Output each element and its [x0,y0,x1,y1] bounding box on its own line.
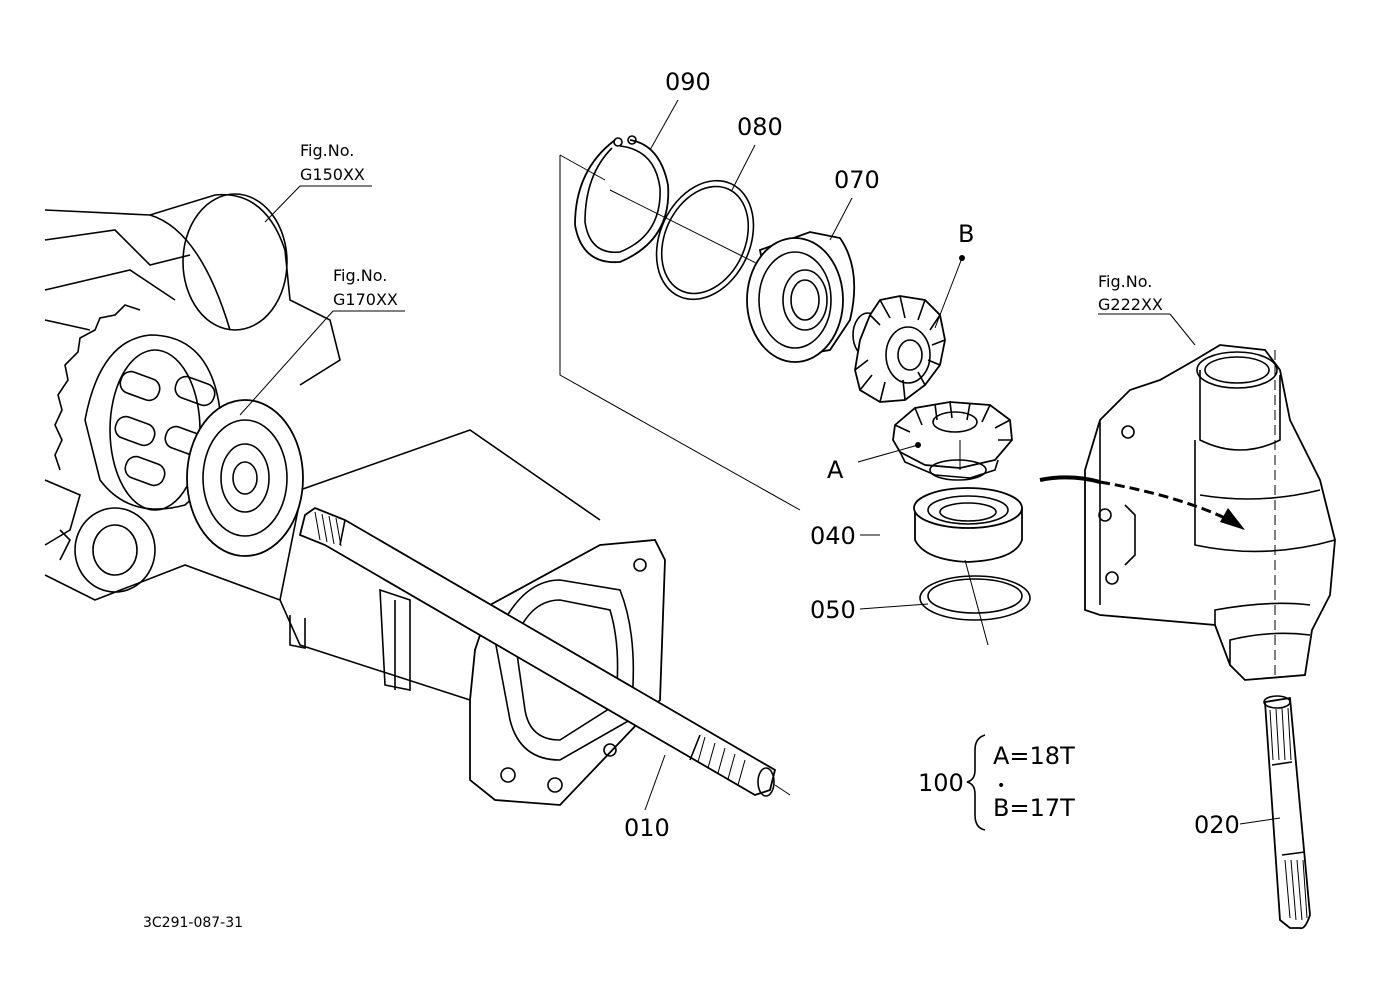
kit-tooth-b: B=17T [993,794,1075,822]
fig-ref-g222-code: G222XX [1098,295,1163,314]
shaft-020 [1263,695,1311,930]
leader-010 [644,754,666,811]
part-label-050: 050 [810,596,856,624]
part-label-070: 070 [834,166,880,194]
part-label-100: 100 [918,769,964,797]
leader-a [857,444,919,463]
part-label-080: 080 [737,113,783,141]
bevel-gear-b [852,295,946,403]
leader-090 [649,99,679,151]
assembly-bracket [559,155,801,511]
part-label-020: 020 [1194,811,1240,839]
fig-ref-g170-title: Fig.No. [333,266,387,285]
gear-label-b: B [958,220,974,248]
bearing-070 [746,231,856,363]
assembly-arrow [1039,475,1245,530]
part-label-040: 040 [810,522,856,550]
fig-ref-g170-code: G170XX [333,290,398,309]
shim-050 [919,575,1031,621]
leader-g222 [1098,313,1196,346]
shim-ring-080 [655,179,755,301]
bearing-040 [913,487,1023,563]
kit-tooth-a: A=18T [993,742,1075,770]
leader-070 [829,197,853,241]
part-label-010: 010 [624,814,670,842]
leader-080 [731,144,756,191]
leader-g150 [264,185,372,223]
leader-050 [859,603,929,610]
kit-bracket [966,734,986,831]
bearing-g170 [186,399,304,557]
drawing-code: 3C291-087-31 [143,915,243,931]
snap-ring-090 [574,135,670,264]
shaft-010 [298,506,791,797]
leader-g170 [239,310,405,416]
kit-separator: • [997,778,1005,794]
part-label-090: 090 [665,68,711,96]
bevel-gear-a [892,401,1013,481]
leader-b [934,257,963,329]
fig-ref-g150-title: Fig.No. [300,141,354,160]
leader-020 [1239,817,1281,825]
fig-ref-g222-title: Fig.No. [1098,272,1152,291]
gear-label-a: A [827,456,844,484]
fig-ref-g150-code: G150XX [300,165,365,184]
